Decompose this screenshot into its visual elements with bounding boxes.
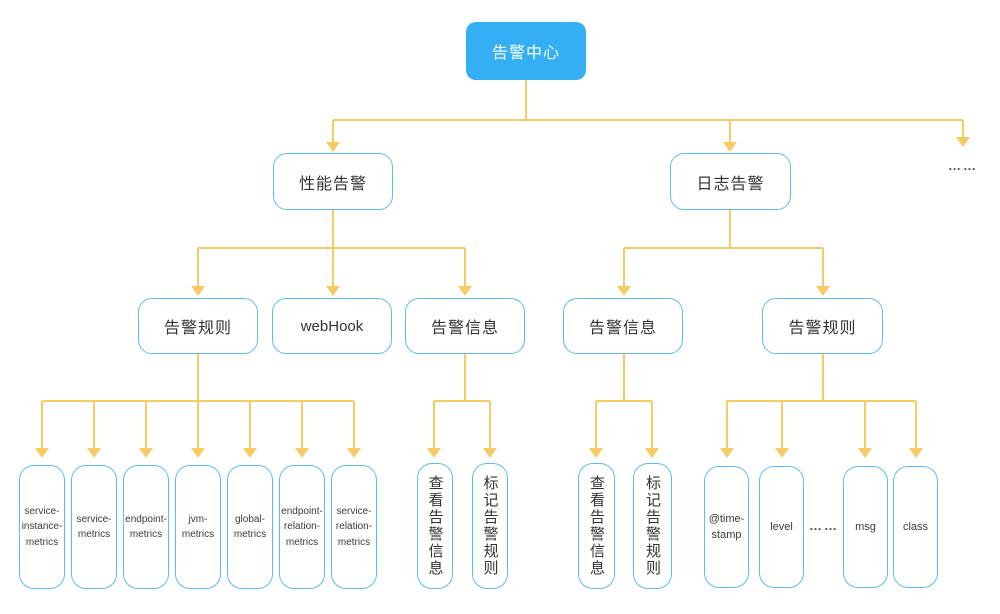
vertical-label: 查看告警信息 (588, 475, 605, 577)
node-global-metrics: global-metrics (227, 465, 273, 589)
more-branches-ellipsis: …… (948, 158, 978, 173)
edges-rule-right-to-fields (720, 354, 923, 458)
node-alert-info-performance: 告警信息 (405, 298, 525, 354)
node-view-alert-info-performance: 查看告警信息 (417, 463, 453, 589)
edges-log-to-children (617, 210, 830, 296)
node-webhook: webHook (272, 298, 392, 354)
node-alert-rules-performance: 告警规则 (138, 298, 258, 354)
node-field-timestamp: @time-stamp (704, 466, 749, 588)
node-mark-alert-rule-log: 标记告警规则 (633, 463, 672, 589)
edges-rule-left-to-metrics (35, 354, 361, 458)
edges-info-right-to-actions (589, 354, 659, 458)
node-service-metrics: service-metrics (71, 465, 117, 589)
node-alert-info-log: 告警信息 (563, 298, 683, 354)
node-mark-alert-rule-performance: 标记告警规则 (472, 463, 508, 589)
edges-performance-to-children (191, 210, 472, 296)
node-alert-rules-log: 告警规则 (762, 298, 883, 354)
node-field-class: class (893, 466, 938, 588)
node-endpoint-metrics: endpoint-metrics (123, 465, 169, 589)
node-endpoint-relation-metrics: endpoint-relation-metrics (279, 465, 325, 589)
vertical-label: 标记告警规则 (481, 475, 499, 577)
vertical-label: 查看告警信息 (426, 475, 444, 577)
node-service-instance-metrics: service-instance-metrics (19, 465, 65, 589)
node-field-level: level (759, 466, 804, 588)
more-fields-ellipsis: …… (809, 518, 839, 533)
vertical-label: 标记告警规则 (644, 475, 661, 577)
node-performance-alert: 性能告警 (273, 153, 393, 210)
edges-info-left-to-actions (427, 354, 497, 458)
node-log-alert: 日志告警 (670, 153, 791, 210)
node-field-msg: msg (843, 466, 888, 588)
node-alert-center: 告警中心 (466, 22, 586, 80)
edges-root-to-level2 (326, 80, 970, 152)
node-jvm-metrics: jvm-metrics (175, 465, 221, 589)
node-service-relation-metrics: service-relation-metrics (331, 465, 377, 589)
node-view-alert-info-log: 查看告警信息 (578, 463, 615, 589)
